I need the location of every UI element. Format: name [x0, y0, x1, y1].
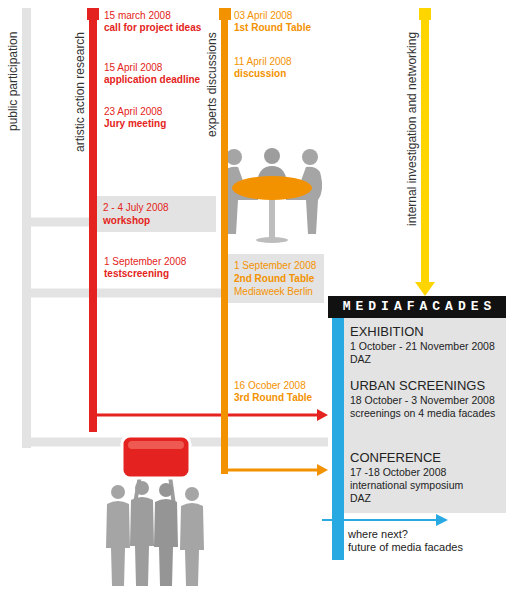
- timeline-bar: [332, 318, 344, 513]
- festival-section: URBAN SCREENINGS18 October - 3 November …: [328, 376, 506, 422]
- festival-panel: MEDIAFACADES EXHIBITION1 October - 21 Nov…: [328, 296, 506, 513]
- person-body: [180, 503, 204, 586]
- section-text: DAZ: [350, 492, 371, 505]
- person-head: [159, 483, 173, 497]
- event-text: 2 - 4 July 2008: [103, 201, 210, 214]
- bar-cap: [219, 8, 231, 20]
- section-heading: EXHIBITION: [350, 324, 424, 340]
- event-box: 2 - 4 July 2008workshop: [97, 196, 216, 232]
- event-label: 23 April 2008: [104, 106, 162, 118]
- connector-line: [97, 414, 318, 417]
- connector-line: [421, 272, 429, 283]
- table-foot: [256, 237, 288, 243]
- event-label: 15 April 2008: [104, 62, 162, 74]
- bar-cap: [87, 8, 99, 20]
- bar-cap: [419, 8, 431, 20]
- festival-section: EXHIBITION1 October - 21 November 2008DA…: [328, 322, 506, 368]
- event-text: 2nd Round Table: [234, 272, 318, 285]
- section-text: 18 October - 3 November 2008: [350, 394, 495, 407]
- note-label: where next?: [348, 528, 408, 540]
- event-label: call for project ideas: [104, 22, 201, 34]
- person-head: [226, 149, 242, 165]
- event-label: 03 April 2008: [234, 10, 292, 22]
- event-label: 3rd Round Table: [234, 392, 312, 404]
- panel-header: MEDIAFACADES: [328, 296, 506, 318]
- connector: [228, 464, 328, 476]
- person-body: [286, 167, 322, 234]
- person-head: [135, 481, 149, 495]
- event-text: Mediaweek Berlin: [234, 285, 318, 298]
- timeline-bar: public participation: [22, 8, 31, 448]
- connector: [415, 272, 435, 296]
- event-label: testscreening: [104, 268, 169, 280]
- event-label: 15 march 2008: [104, 10, 171, 22]
- event-label: application deadline: [104, 74, 200, 86]
- person-head: [302, 149, 318, 165]
- timeline-bar: internal investigation and networking: [421, 8, 429, 272]
- section-text: international symposium: [350, 479, 463, 492]
- person-body: [130, 497, 154, 586]
- event-label: 1st Round Table: [234, 22, 311, 34]
- event-text: 1 September 2008: [234, 259, 318, 272]
- person-head: [264, 148, 280, 164]
- table-top: [232, 176, 312, 200]
- protest-sign-highlight: [128, 441, 184, 449]
- event-box: 1 September 20082nd Round TableMediaweek…: [228, 254, 324, 303]
- timeline-bar-extension: [332, 505, 344, 560]
- person-body: [154, 499, 178, 586]
- connector-line: [31, 289, 228, 298]
- connector: [31, 293, 228, 294]
- connector: [97, 409, 328, 421]
- timeline-bar: artistic action research: [89, 8, 97, 432]
- bar-label: experts discussions: [205, 32, 219, 137]
- event-label: 1 September 2008: [104, 256, 186, 268]
- arrow-head: [317, 464, 328, 476]
- bar-label: public participation: [6, 32, 20, 131]
- connector-line: [31, 218, 97, 227]
- section-text: DAZ: [350, 353, 371, 366]
- person-body: [106, 501, 130, 586]
- bar-label: internal investigation and networking: [405, 32, 419, 226]
- bar-label: artistic action research: [73, 32, 87, 152]
- event-text: workshop: [103, 214, 210, 227]
- connector-line: [228, 469, 318, 472]
- note-label: future of media facades: [348, 541, 463, 553]
- person-head: [111, 485, 125, 499]
- event-label: 11 April 2008: [234, 56, 292, 68]
- table-leg: [269, 196, 275, 238]
- round-table-illustration: [222, 148, 322, 243]
- person-head: [185, 487, 199, 501]
- event-label: 16 Ocober 2008: [234, 380, 306, 392]
- event-label: Jury meeting: [104, 118, 166, 130]
- section-heading: CONFERENCE: [350, 450, 441, 466]
- protest-sign: [122, 436, 190, 478]
- section-text: screenings on 4 media facades: [350, 407, 495, 420]
- event-label: discussion: [234, 68, 286, 80]
- section-heading: URBAN SCREENINGS: [350, 378, 485, 394]
- future-arrow-head: [436, 514, 448, 526]
- section-text: 17 -18 October 2008: [350, 466, 446, 479]
- connector: [31, 222, 97, 223]
- section-text: 1 October - 21 November 2008: [350, 340, 495, 353]
- future-arrow-line: [322, 519, 437, 521]
- timeline-bar: experts discussions: [221, 8, 228, 474]
- arrow-head: [415, 282, 435, 296]
- festival-section: CONFERENCE17 -18 October 2008internation…: [328, 448, 506, 507]
- sign-crowd-illustration: [106, 436, 204, 586]
- arrow-head: [317, 409, 328, 421]
